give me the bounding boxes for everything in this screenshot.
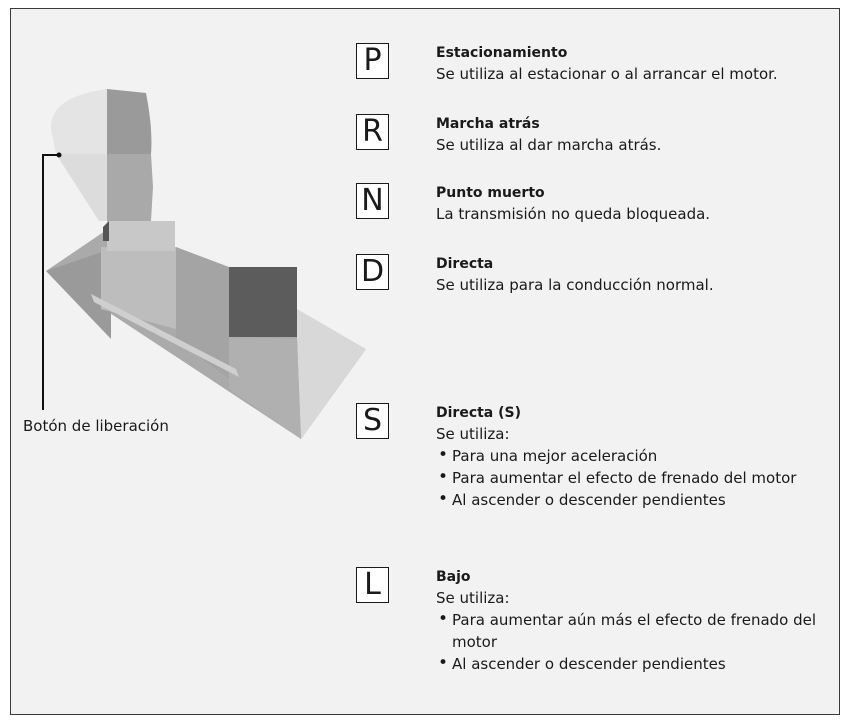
gear-info-panel: Botón de liberación P Estacionamiento Se…: [10, 8, 840, 715]
callout-line: [42, 154, 59, 410]
gear-title: Directa (S): [436, 405, 522, 421]
gear-title: Punto muerto: [436, 185, 545, 201]
gear-shifter-illustration: [42, 89, 366, 439]
shifter-knob: [50, 89, 107, 154]
list-item: Al ascender o descender pendientes: [436, 488, 852, 511]
list-item: Para aumentar aún más el efecto de frena…: [436, 608, 852, 653]
gear-description: Se utiliza al estacionar o al arrancar e…: [436, 65, 778, 83]
gear-title: Marcha atrás: [436, 116, 540, 132]
gear-letter-n: N: [356, 183, 389, 219]
gear-description: Se utiliza:: [436, 425, 510, 443]
gear-title: Bajo: [436, 569, 471, 585]
gear-letter-r: R: [356, 114, 389, 150]
gear-letter-d: D: [356, 254, 389, 290]
gear-title: Estacionamiento: [436, 45, 568, 61]
list-item: Al ascender o descender pendientes: [436, 652, 852, 675]
bullet-list: Para una mejor aceleración Para aumentar…: [436, 444, 852, 511]
gear-letter-p: P: [356, 43, 389, 79]
release-button-marker: [56, 152, 62, 158]
gear-description: Se utiliza:: [436, 589, 510, 607]
bullet-list: Para aumentar aún más el efecto de frena…: [436, 608, 852, 675]
gear-description: Se utiliza para la conducción normal.: [436, 276, 714, 294]
gear-title: Directa: [436, 256, 494, 272]
shifter-stem: [107, 221, 175, 251]
gear-description: La transmisión no queda bloqueada.: [436, 205, 711, 223]
release-button-label: Botón de liberación: [23, 417, 169, 435]
list-item: Para aumentar el efecto de frenado del m…: [436, 466, 852, 489]
gear-description: Se utiliza al dar marcha atrás.: [436, 136, 662, 154]
list-item: Para una mejor aceleración: [436, 444, 852, 467]
shifter-slot: [91, 294, 239, 377]
gear-letter-s: S: [356, 403, 389, 439]
gear-letter-l: L: [356, 567, 389, 603]
